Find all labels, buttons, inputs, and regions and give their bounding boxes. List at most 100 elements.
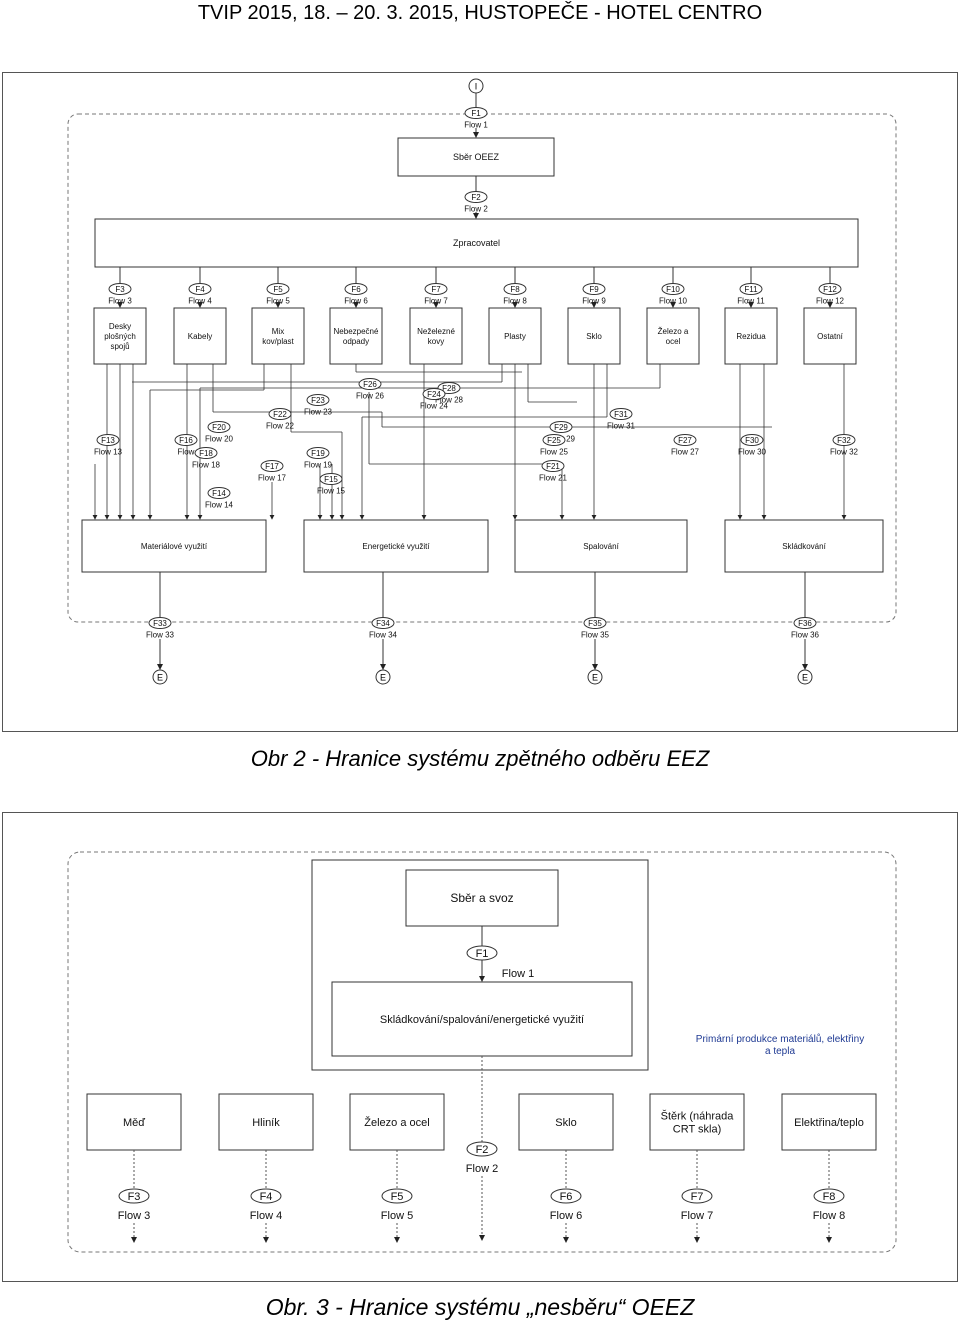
product-box [649, 1093, 745, 1151]
fraction-box-label: Plasty [504, 332, 526, 341]
flow-f35-label: Flow 35 [581, 631, 610, 640]
flow-f10-badge [661, 283, 685, 295]
flow-f4-label: Flow 4 [250, 1210, 282, 1222]
figure-3-caption: Obr. 3 - Hranice systému „nesběru“ OEEZ [265, 1294, 695, 1320]
flow-f3-id: F3 [128, 1191, 141, 1203]
flow-f8-label: Flow 8 [813, 1210, 845, 1222]
flow-f18-label: Flow 18 [192, 461, 221, 470]
flow-f11-badge [739, 283, 763, 295]
flow-f31-id: F31 [614, 410, 628, 419]
flow-f24-id: F24 [427, 390, 441, 399]
flow-f4-id: F4 [260, 1191, 273, 1203]
flow-f17-badge [260, 460, 284, 472]
flow-f9-badge [582, 283, 606, 295]
fraction-box-label: Nebezpečné [334, 327, 379, 336]
flow-f3-badge [108, 283, 132, 295]
primary-production-note: Primární produkce materiálů, elektřiny [696, 1033, 864, 1045]
fraction-box-label: spojů [110, 342, 129, 351]
flow-f35-id: F35 [588, 619, 602, 628]
flow-f11-id: F11 [744, 285, 758, 294]
flow-f31-badge [609, 408, 633, 420]
flow-f1-label: Flow 1 [502, 968, 534, 980]
flow-f2-label: Flow 2 [464, 205, 488, 214]
flow-f22-id: F22 [273, 410, 287, 419]
flow-f3-id: F3 [115, 285, 125, 294]
destination-box-label: Spalování [583, 542, 619, 551]
flow-f8-id: F8 [510, 285, 520, 294]
flow-f10-label: Flow 10 [659, 297, 688, 306]
end-node-label: E [157, 673, 163, 683]
flow-f16-id: F16 [179, 436, 193, 445]
end-node [797, 669, 813, 685]
flow-f12-label: Flow 12 [816, 297, 845, 306]
figure-2-frame [2, 72, 958, 732]
end-node [587, 669, 603, 685]
flow-f7-badge [681, 1188, 713, 1204]
flow-f28-label: Flow 28 [435, 396, 464, 405]
flow-f28-id: F28 [442, 384, 456, 393]
system-boundary [67, 851, 897, 1253]
destination-box [514, 519, 688, 573]
product-box [86, 1093, 182, 1151]
flow-f6-label: Flow 6 [550, 1210, 582, 1222]
flow-f36-label: Flow 36 [791, 631, 820, 640]
end-node [152, 669, 168, 685]
flow-f33-id: F33 [153, 619, 167, 628]
flow-f12-badge [818, 283, 842, 295]
product-box-label: Elektřina/teplo [794, 1117, 864, 1129]
flow-f9-id: F9 [589, 285, 599, 294]
fraction-box-label: Desky [109, 322, 131, 331]
flow-f32-label: Flow 32 [830, 448, 859, 457]
flow-f7-id: F7 [691, 1191, 704, 1203]
flow-f30-badge [740, 434, 764, 446]
product-box [349, 1093, 445, 1151]
flow-f7-badge [424, 283, 448, 295]
destination-box-label: Skládkování [782, 542, 826, 551]
flow-f25-badge [542, 434, 566, 446]
flow-f7-label: Flow 7 [681, 1210, 713, 1222]
flow-f30-label: Flow 30 [738, 448, 767, 457]
flow-f14-id: F14 [212, 489, 226, 498]
flow-f21-badge [541, 460, 565, 472]
flow-f18-badge [194, 447, 218, 459]
system-boundary [67, 113, 897, 623]
flow-f20-label: Flow 20 [205, 435, 234, 444]
flow-f23-label: Flow 23 [304, 408, 333, 417]
flow-f2-label: Flow 2 [466, 1163, 498, 1175]
fraction-box [173, 307, 227, 365]
fraction-box [724, 307, 778, 365]
flow-f17-id: F17 [265, 462, 279, 471]
flow-f21-id: F21 [546, 462, 560, 471]
end-node-label: E [592, 673, 598, 683]
box-disposal-label: Skládkování/spalování/energetické využit… [380, 1014, 584, 1026]
fraction-box [567, 307, 621, 365]
fraction-box [251, 307, 305, 365]
fraction-box-label: plošných [104, 332, 136, 341]
flow-f24-badge [422, 388, 446, 400]
product-box-label: Štěrk (náhrada [661, 1109, 735, 1122]
fraction-box [646, 307, 700, 365]
box-sber-a-svoz [405, 869, 559, 927]
flow-f26-id: F26 [363, 380, 377, 389]
fraction-box-label: Sklo [586, 332, 602, 341]
flow-f15-badge [319, 473, 343, 485]
product-box-label: Sklo [555, 1117, 576, 1129]
flow-f2-badge [466, 1141, 498, 1157]
flow-f5-badge [266, 283, 290, 295]
flow-f6-id: F6 [560, 1191, 573, 1203]
end-node [375, 669, 391, 685]
flow-f33-label: Flow 33 [146, 631, 175, 640]
destination-box [724, 519, 884, 573]
end-node-label: E [380, 673, 386, 683]
flow-f19-label: Flow 19 [304, 461, 333, 470]
flow-f8-badge [503, 283, 527, 295]
flow-f16-label: Flow [178, 448, 195, 457]
flow-f18-id: F18 [199, 449, 213, 458]
fraction-box [803, 307, 857, 365]
flow-f19-badge [306, 447, 330, 459]
product-box-label: Železo a ocel [364, 1116, 429, 1129]
flow-f34-id: F34 [376, 619, 390, 628]
